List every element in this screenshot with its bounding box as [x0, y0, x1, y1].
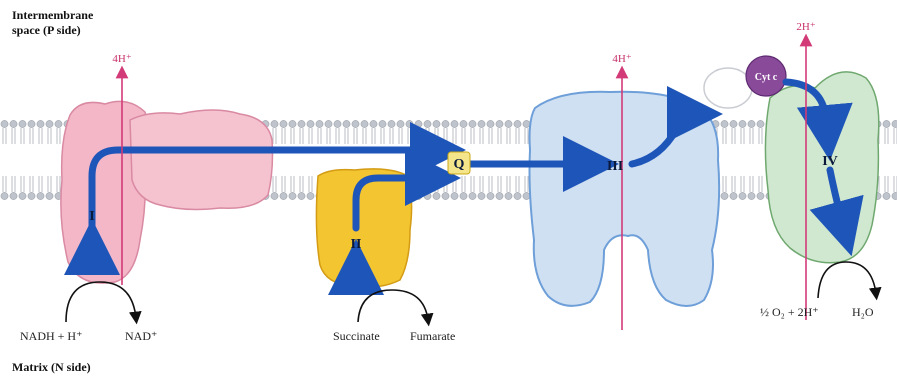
- water-label: H₂O: [852, 305, 874, 319]
- nadh-reaction-arrow: [66, 282, 136, 322]
- oxygen-label: ½ O₂ + 2H⁺: [760, 305, 819, 319]
- reaction-arrows: [66, 262, 876, 322]
- complex-iii: [530, 92, 720, 306]
- complex-i-label: I: [89, 209, 94, 224]
- q-label: Q: [454, 157, 465, 172]
- oxygen-reaction-arrow: [818, 262, 876, 298]
- complex-iv-label: IV: [822, 154, 838, 169]
- complex-ii: [316, 169, 411, 287]
- succinate-label: Succinate: [333, 329, 380, 343]
- nad-label: NAD⁺: [125, 329, 157, 343]
- complex-i-protons-label: 4H⁺: [112, 53, 131, 65]
- complex-ii-label: II: [351, 237, 362, 252]
- cytc-docking-site: [704, 68, 752, 108]
- cytc-label: Cyt c: [755, 72, 778, 83]
- complex-iii-label: III: [607, 159, 623, 174]
- succinate-reaction-arrow: [358, 290, 428, 322]
- complex-iv-protons-label: 2H⁺: [796, 21, 815, 33]
- complex-iii-protons-label: 4H⁺: [612, 53, 631, 65]
- fumarate-label: Fumarate: [410, 329, 455, 343]
- nadh-label: NADH + H⁺: [20, 329, 82, 343]
